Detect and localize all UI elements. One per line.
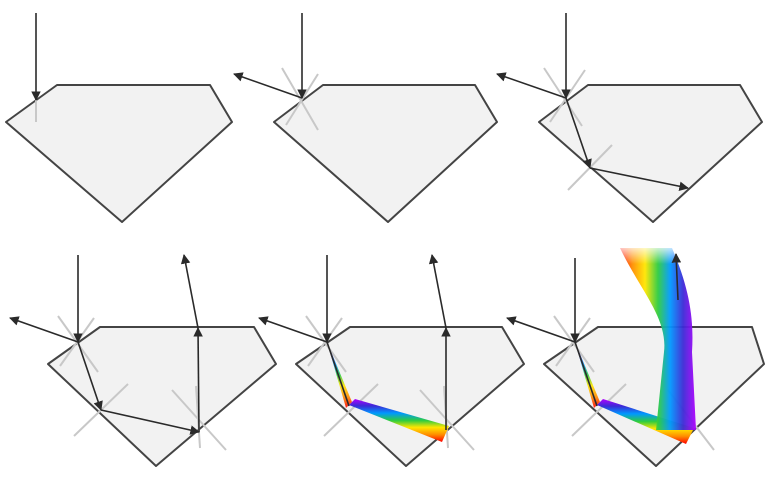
exit-ray: [428, 254, 447, 329]
panel-5: [258, 254, 525, 467]
refracted-ray: [326, 341, 350, 407]
gem-outline: [295, 326, 525, 467]
refracted-ray: [565, 97, 592, 169]
reflected-ray: [258, 316, 328, 343]
internal-reflection: [100, 409, 200, 435]
internal-reflection: [193, 327, 203, 433]
normal-line: [323, 383, 379, 437]
normal-line: [553, 315, 595, 373]
spectrum-fade: [616, 246, 696, 306]
panel-4: [9, 254, 277, 467]
panel-1: [5, 13, 233, 223]
refracted-ray: [574, 341, 598, 407]
panel-3: [496, 13, 763, 223]
reflected-ray: [9, 316, 79, 343]
normal-line: [195, 385, 201, 449]
gem-outline: [47, 326, 277, 467]
reflected-ray: [496, 72, 567, 99]
normal-line: [285, 73, 319, 126]
gem-outline: [538, 84, 763, 223]
gem-outline: [273, 84, 498, 223]
panel-6: [506, 246, 765, 467]
dispersion-band: [597, 399, 694, 444]
normal-line: [571, 383, 627, 437]
exit-ray: [180, 254, 199, 329]
normal-line: [281, 67, 319, 131]
gem-outline: [543, 326, 765, 467]
normal-line: [305, 315, 347, 373]
internal-reflection: [589, 167, 689, 191]
dispersion-band: [349, 399, 449, 442]
refracted-ray: [77, 341, 103, 411]
reflected-ray: [233, 72, 303, 99]
reflected-ray: [506, 316, 576, 343]
panel-2: [233, 13, 498, 223]
exit-ray: [671, 253, 682, 301]
gem-outline: [5, 84, 233, 223]
